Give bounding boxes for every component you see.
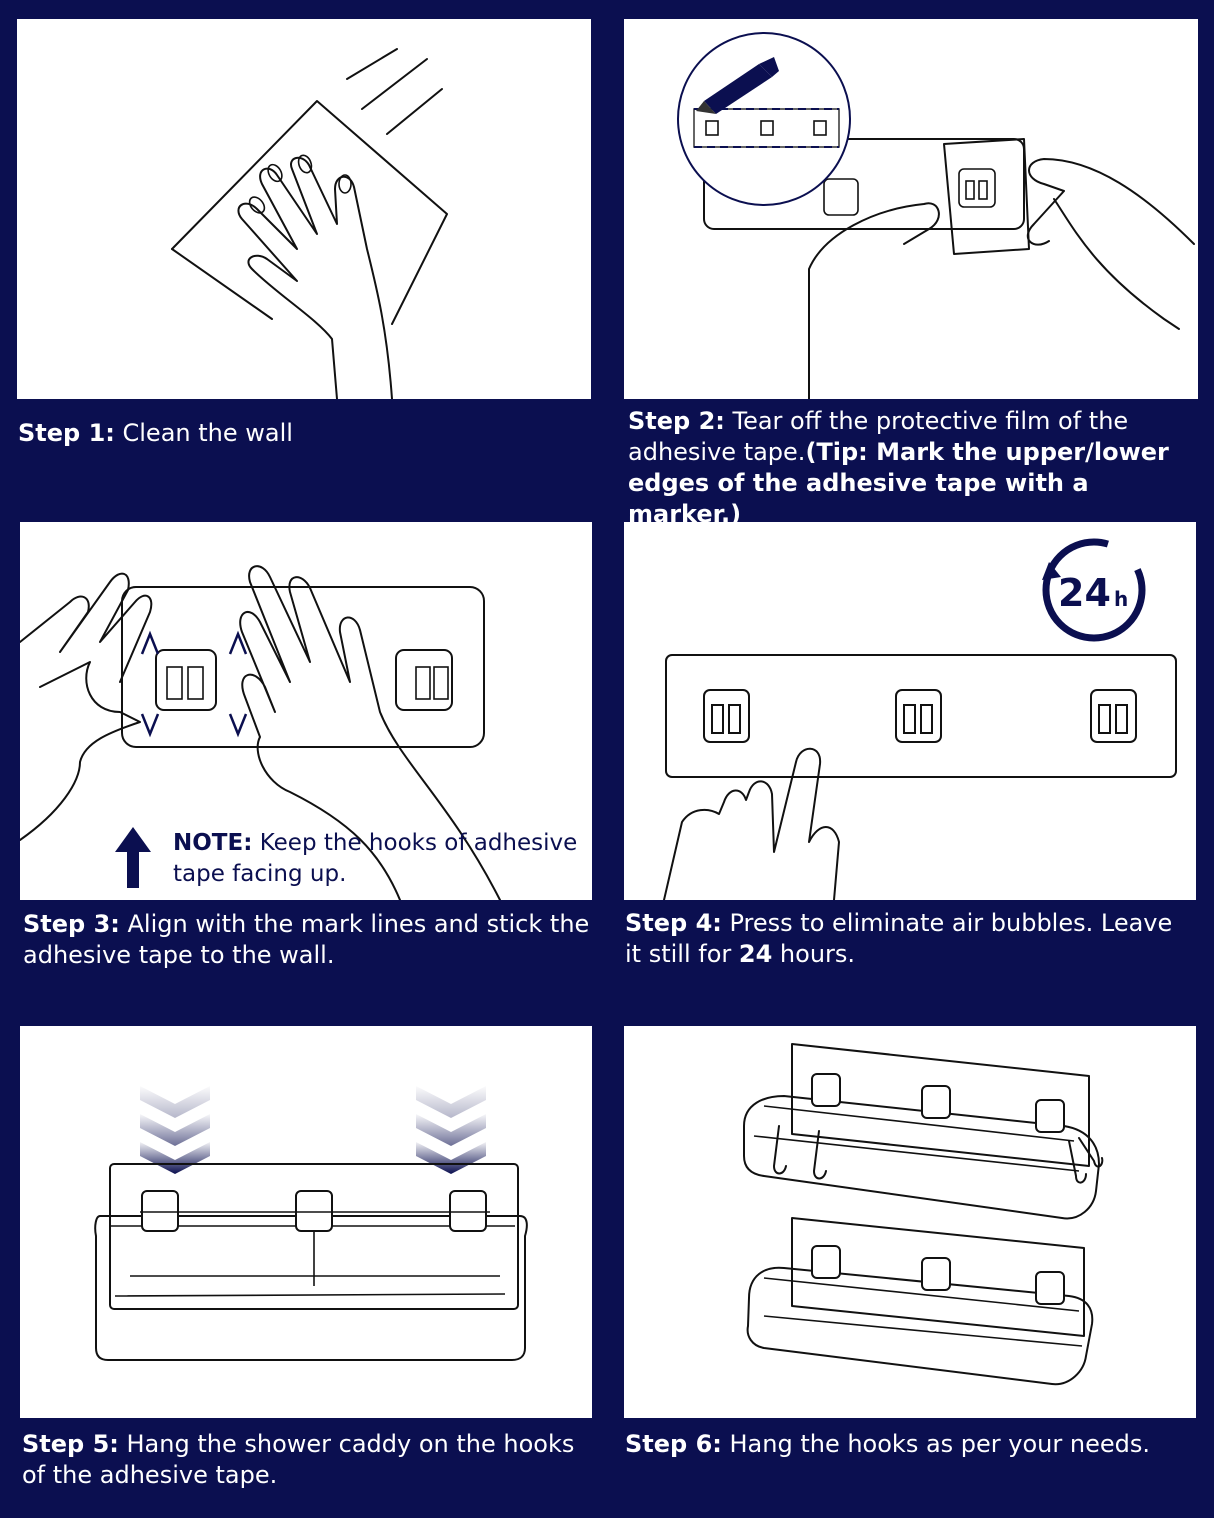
step-2-text: Tear off the protective film of the adhe…	[628, 407, 1129, 466]
peel-film-drawing	[677, 32, 1195, 399]
step-1-illustration	[17, 19, 591, 399]
step-2-tip: (Tip: Mark the upper/lower edges of the …	[628, 438, 1169, 528]
step-1-caption: Step 1: Clean the wall	[18, 418, 598, 449]
step-4-hours: 24	[738, 940, 773, 968]
step-3-text: Align with the mark lines and stick the …	[23, 910, 590, 969]
step-2-caption: Step 2: Tear off the protective film of …	[628, 406, 1198, 530]
note-body: Keep the hooks of adhesive tape facing u…	[173, 830, 578, 887]
step-6-illustration	[624, 1026, 1196, 1418]
hands-pressing-icon	[20, 565, 501, 900]
step-2-illustration	[624, 19, 1198, 399]
step-5-text: Hang the shower caddy on the hooks of th…	[22, 1430, 575, 1489]
step-1-label: Step 1:	[18, 419, 115, 447]
note-text: NOTE: Keep the hooks of adhesive tape fa…	[173, 828, 592, 890]
down-chevrons-icon	[140, 1086, 486, 1174]
step-1-text: Clean the wall	[114, 419, 293, 447]
timer-unit: h	[1114, 587, 1128, 611]
hand-wiping-icon	[171, 48, 448, 399]
timer-24h-icon: 24 h	[1042, 538, 1146, 642]
step-3-illustration: NOTE: Keep the hooks of adhesive tape fa…	[20, 522, 592, 900]
timer-number: 24	[1058, 571, 1111, 615]
step-4-caption: Step 4: Press to eliminate air bubbles. …	[625, 908, 1195, 970]
up-arrow-icon	[115, 827, 151, 888]
step-3-label: Step 3:	[23, 910, 120, 938]
step-5-label: Step 5:	[22, 1430, 119, 1458]
step-5-illustration	[20, 1026, 592, 1418]
shower-caddy-icon	[94, 1086, 528, 1361]
caddies-with-hooks-drawing	[743, 1043, 1104, 1386]
step-4-illustration: 24 h	[624, 522, 1196, 900]
step-2-label: Step 2:	[628, 407, 725, 435]
marker-pen-icon	[696, 57, 779, 114]
note-label: NOTE:	[173, 830, 253, 856]
press-tape-drawing: 24 h	[663, 538, 1177, 900]
step-4-text: Press to eliminate air bubbles. Leave it…	[625, 909, 1173, 968]
step-6-text: Hang the hooks as per your needs.	[721, 1430, 1151, 1458]
step-4-text-end: hours.	[772, 940, 856, 968]
step-6-label: Step 6:	[625, 1430, 722, 1458]
step-6-caption: Step 6: Hang the hooks as per your needs…	[625, 1429, 1200, 1460]
step-4-label: Step 4:	[625, 909, 722, 937]
step-3-caption: Step 3: Align with the mark lines and st…	[23, 909, 593, 971]
step-5-caption: Step 5: Hang the shower caddy on the hoo…	[22, 1429, 597, 1491]
